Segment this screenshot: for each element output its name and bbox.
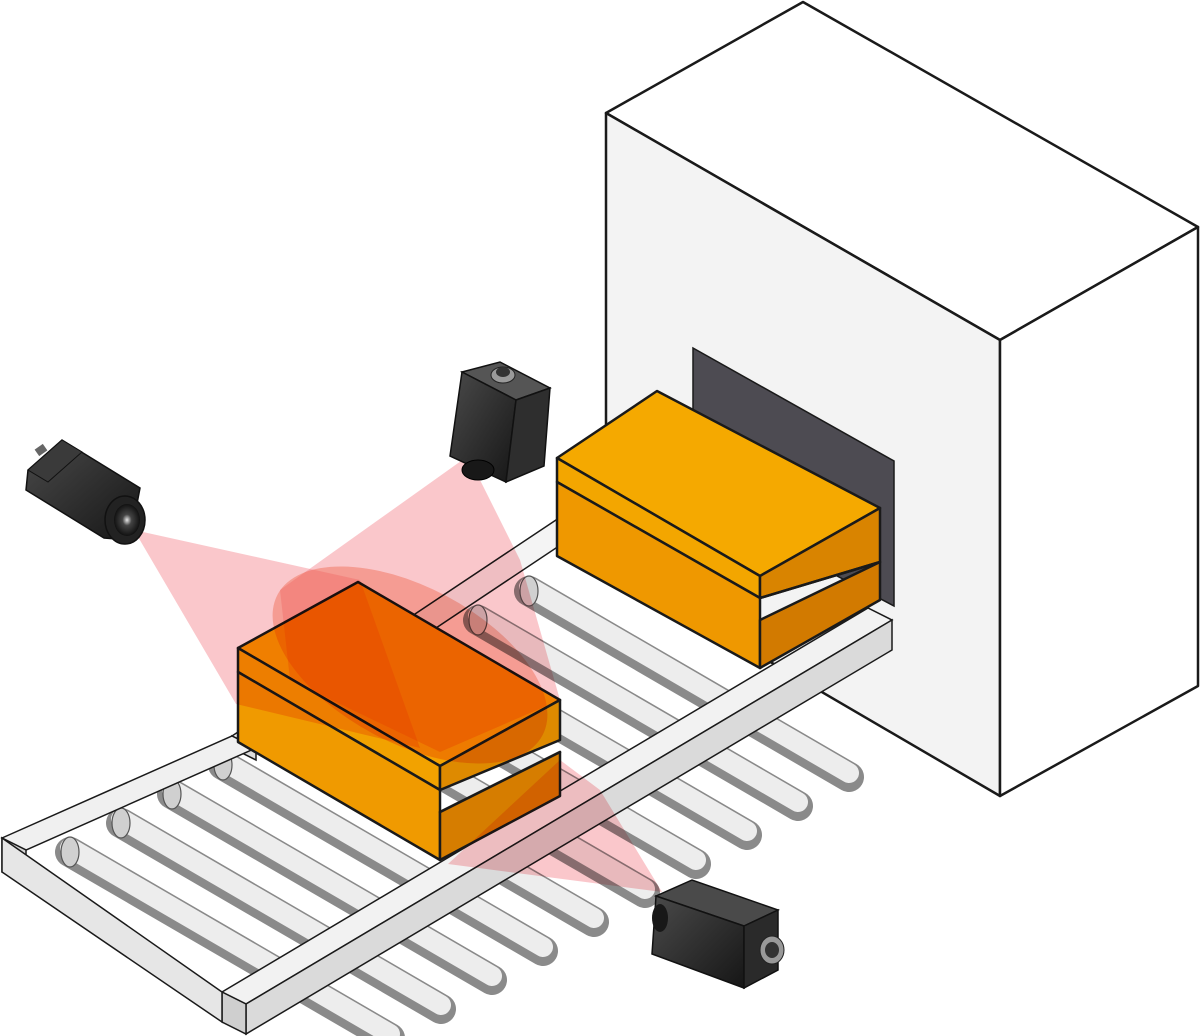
industrial-camera-icon <box>25 439 146 545</box>
industrial-camera-icon <box>449 361 552 484</box>
conveyor-roller-end <box>111 807 131 839</box>
beam-bottom-camera <box>448 760 662 892</box>
box-rear-side-body <box>758 560 882 670</box>
cabinet-side-face <box>998 225 1200 798</box>
conveyor-roller-highlight <box>111 809 451 1015</box>
camera-beams <box>134 456 662 892</box>
camera-left <box>25 439 146 545</box>
beam-target-spot <box>272 566 548 764</box>
camera-top <box>449 361 552 484</box>
conveyor-roller-end <box>60 836 80 868</box>
package-box-rear <box>555 389 882 670</box>
inspection-cabinet <box>604 0 1200 798</box>
camera-bottom <box>651 879 785 990</box>
conveyor-roller-highlight <box>60 838 400 1036</box>
conveyor-roller-highlight <box>519 577 859 783</box>
conveyor-left-end <box>1 836 223 1024</box>
conveyor-roller-highlight <box>213 751 553 957</box>
conveyor-roller-highlight <box>162 780 502 986</box>
industrial-camera-icon <box>651 879 785 990</box>
